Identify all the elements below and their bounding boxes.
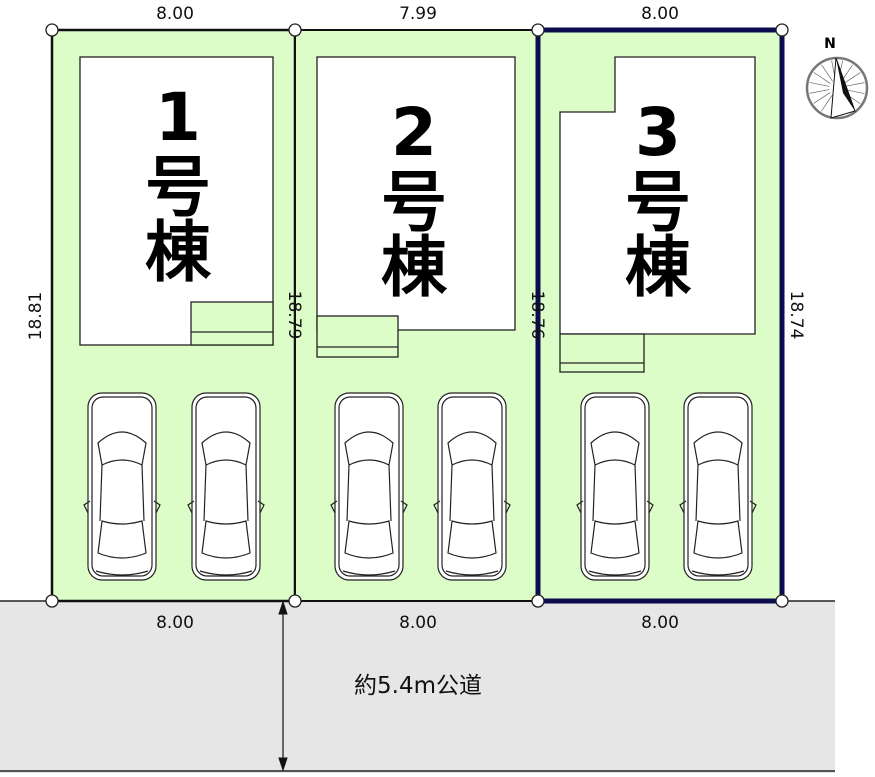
corner-marker xyxy=(45,594,59,608)
svg-text:棟: 棟 xyxy=(625,229,692,306)
building-1 xyxy=(79,56,274,346)
svg-text:2: 2 xyxy=(391,94,437,171)
corner-marker xyxy=(531,23,545,37)
building-label-3: 3 号 棟 xyxy=(625,94,692,306)
car-icon xyxy=(83,392,161,581)
dim-right-3: 18.74 xyxy=(786,291,806,340)
corner-marker xyxy=(288,23,302,37)
dim-top-2: 7.99 xyxy=(399,4,437,24)
compass-ray xyxy=(844,82,865,87)
car-icon xyxy=(576,392,654,581)
corner-marker xyxy=(45,23,59,37)
dim-left-1: 18.81 xyxy=(26,292,46,341)
compass-ray xyxy=(813,92,831,104)
compass-ray xyxy=(813,72,831,84)
dim-bottom-2: 8.00 xyxy=(399,613,437,633)
dim-left-2: 18.79 xyxy=(284,291,304,340)
porch-1 xyxy=(190,301,274,346)
car-icon xyxy=(330,392,408,581)
building-label-1: 1 号 棟 xyxy=(145,79,212,291)
porch-3 xyxy=(559,333,645,373)
corner-marker xyxy=(775,594,789,608)
corner-markers xyxy=(45,23,789,608)
svg-text:号: 号 xyxy=(145,149,211,226)
dim-bottom-1: 8.00 xyxy=(156,613,194,633)
dim-top-1: 8.00 xyxy=(156,4,194,24)
compass-ray xyxy=(809,89,830,94)
svg-text:N: N xyxy=(824,36,836,52)
compass-ray xyxy=(821,64,833,82)
dim-bottom-3: 8.00 xyxy=(641,613,679,633)
svg-text:号: 号 xyxy=(381,164,447,241)
corner-marker xyxy=(531,594,545,608)
compass-ray xyxy=(843,72,861,84)
road-label: 約5.4m公道 xyxy=(354,673,482,699)
corner-marker xyxy=(288,594,302,608)
svg-text:号: 号 xyxy=(625,164,691,241)
car-icon xyxy=(433,392,511,581)
road xyxy=(0,601,835,773)
building-label-2: 2 号 棟 xyxy=(381,94,448,306)
svg-text:3: 3 xyxy=(635,94,681,171)
dim-top-3: 8.00 xyxy=(641,4,679,24)
corner-marker xyxy=(775,23,789,37)
porch-2 xyxy=(316,315,399,358)
road-width-arrow xyxy=(278,600,288,772)
compass-ray xyxy=(821,94,833,112)
building-2 xyxy=(316,56,516,331)
svg-text:棟: 棟 xyxy=(381,229,448,306)
dim-left-3: 18.76 xyxy=(527,291,547,340)
car-icon xyxy=(187,392,265,581)
compass-ray xyxy=(809,82,830,87)
svg-text:1: 1 xyxy=(155,79,201,156)
car-icon xyxy=(679,392,757,581)
compass-north-icon: N xyxy=(805,36,869,120)
compass-ray xyxy=(844,89,865,94)
parking-spaces xyxy=(83,392,757,581)
svg-text:棟: 棟 xyxy=(145,214,212,291)
